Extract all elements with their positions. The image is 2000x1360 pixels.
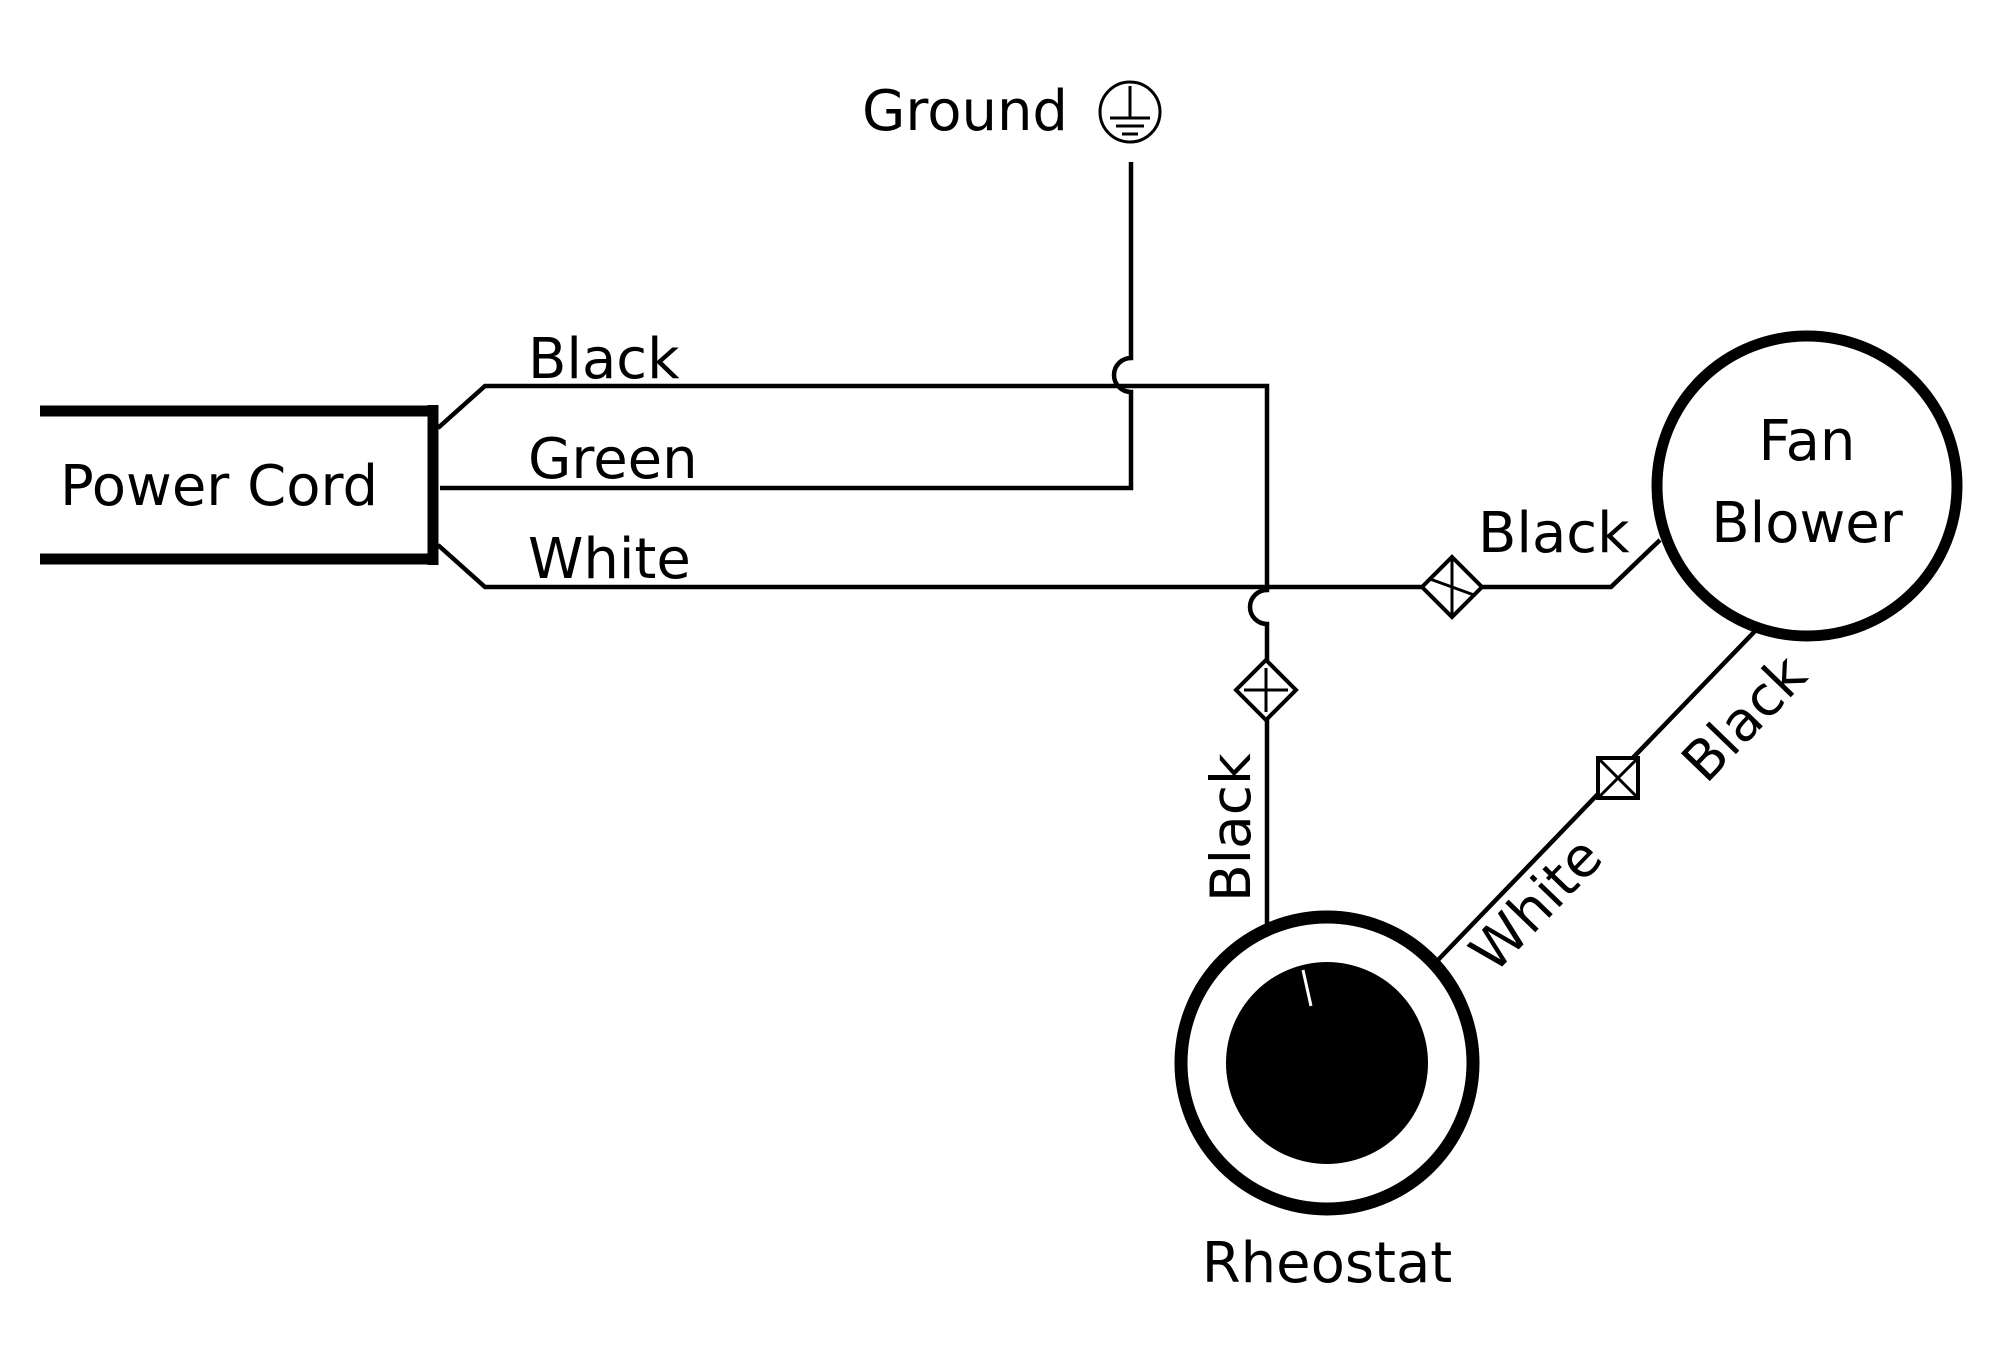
power-cord — [40, 405, 439, 565]
rheostat-black-label: Black — [1199, 753, 1263, 902]
cord-green-label: Green — [528, 427, 698, 492]
cord-white-wire — [436, 538, 1662, 590]
green-ground-wire — [440, 162, 1134, 491]
wire-connector-icon — [1596, 756, 1640, 800]
cord-black-wire — [436, 383, 1270, 925]
fan-blower — [1651, 330, 1963, 642]
fan-rheostat-black-label: Black — [1669, 642, 1819, 794]
ground-label: Ground — [862, 79, 1068, 144]
fan-blower-label-line2: Blower — [1711, 491, 1903, 556]
fan-black-label: Black — [1478, 501, 1630, 566]
rheostat-white-label: White — [1457, 825, 1614, 985]
cord-black-label: Black — [528, 327, 680, 392]
wire-connector-icon — [1419, 554, 1485, 620]
fan-blower-label-line1: Fan — [1759, 409, 1856, 474]
power-cord-label: Power Cord — [60, 454, 378, 519]
rheostat-label: Rheostat — [1202, 1231, 1453, 1296]
cord-white-label: White — [528, 527, 691, 592]
rheostat-knob-icon — [1174, 910, 1480, 1216]
ground-symbol-icon — [1098, 80, 1162, 144]
wire-connector-icon — [1233, 657, 1299, 723]
